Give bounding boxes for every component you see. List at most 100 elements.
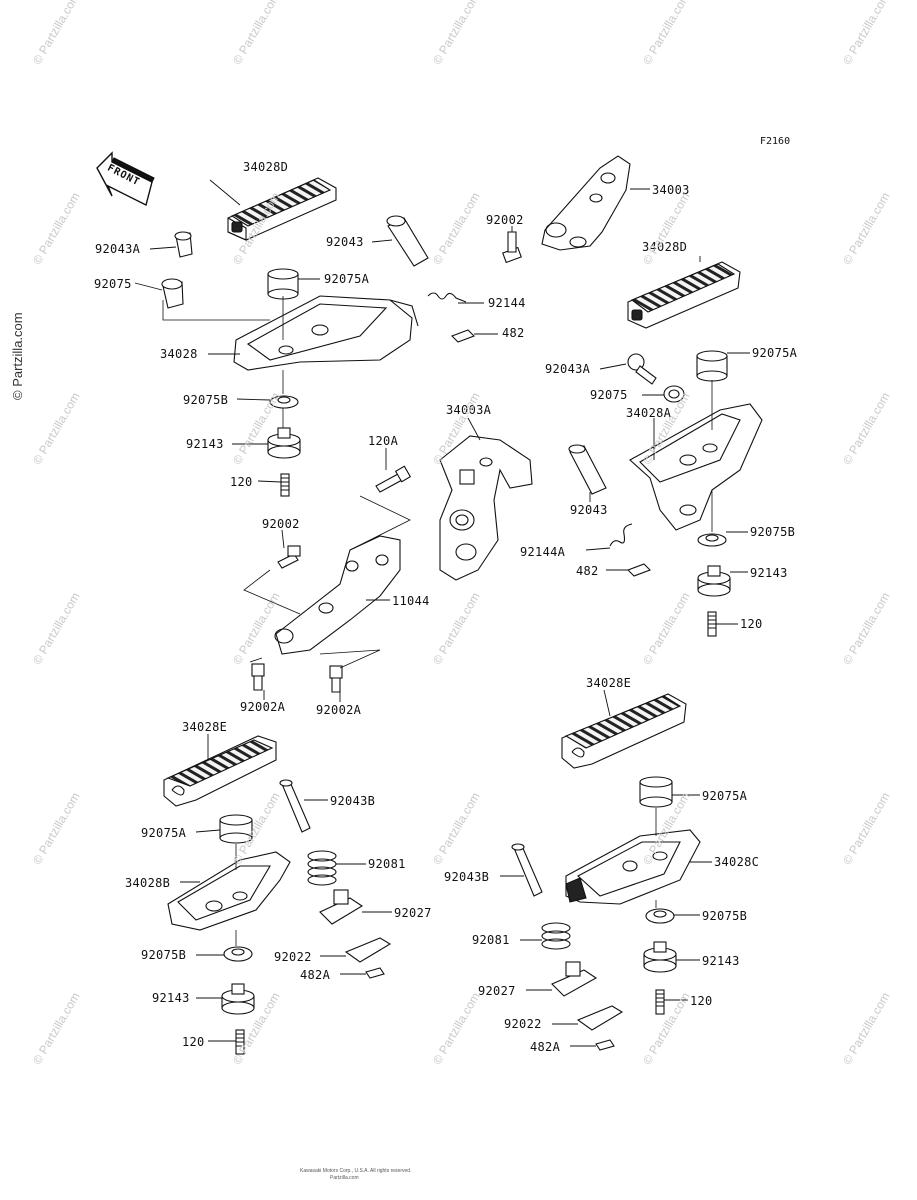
pin-92043-middle (568, 444, 607, 495)
part-label: 92143 (152, 991, 190, 1005)
part-label: 482A (300, 968, 331, 982)
part-label: 92022 (274, 950, 312, 964)
part-label: 92043B (330, 794, 376, 808)
part-label: 92002A (316, 703, 362, 717)
plate-92022-right (576, 1005, 624, 1031)
bolt-120-left (280, 473, 290, 497)
side-watermark: © Partzilla.com (10, 312, 25, 400)
part-label: 92143 (702, 954, 740, 968)
bolt-120-bottom-right (655, 989, 665, 1015)
part-label: 120 (182, 1035, 205, 1049)
part-label: 92075A (752, 346, 798, 360)
part-label: 92022 (504, 1017, 542, 1031)
damper-92075a-left (267, 268, 299, 300)
bolt-92002-right (502, 231, 522, 264)
pin-92043b-right (511, 843, 543, 897)
part-label: 92075 (590, 388, 628, 402)
pin-482-middle (627, 563, 651, 577)
part-label: 92144A (520, 545, 566, 559)
washer-92075b-bottom-right (645, 908, 675, 924)
spring-92144-left (427, 292, 467, 303)
washer-92075b-bottom-left (223, 946, 253, 962)
part-label: 92002 (262, 517, 300, 531)
part-label: 34028A (626, 406, 672, 420)
footpeg-rubber-34028e-right (561, 693, 687, 769)
bracket-11044 (274, 535, 401, 655)
part-label: 92075 (94, 277, 132, 291)
pin-92043a-right (627, 353, 657, 385)
pin-482-left (451, 329, 475, 343)
part-label: 11044 (392, 594, 430, 608)
footpeg-rubber-34028e-left (163, 735, 277, 807)
copyright-line: Partzilla.com (330, 1175, 359, 1181)
bolt-120-right (707, 611, 717, 637)
part-label: 92002 (486, 213, 524, 227)
part-label: 92081 (368, 857, 406, 871)
part-label: 482 (502, 326, 525, 340)
bolt-92002-middle (277, 545, 301, 569)
part-label: 92002A (240, 700, 286, 714)
collar-92075-right (663, 385, 685, 403)
bracket-34003 (541, 155, 631, 251)
pin-482a-right (595, 1039, 615, 1051)
detent-92027-left (319, 889, 364, 925)
assembly-lines (162, 296, 713, 946)
part-label: 92075A (141, 826, 187, 840)
part-label: 482A (530, 1040, 561, 1054)
part-label: 34028 (160, 347, 198, 361)
spring-92081-right (541, 922, 571, 950)
part-label: 92075B (141, 948, 187, 962)
collar-92075-left (161, 278, 184, 309)
part-label: 92144 (488, 296, 526, 310)
pin-92043a-left (174, 231, 193, 258)
part-label: 92043B (444, 870, 490, 884)
part-label: 92043 (570, 503, 608, 517)
part-label: 34028E (182, 720, 228, 734)
part-label: 34028B (125, 876, 171, 890)
part-label: 482 (576, 564, 599, 578)
footpeg-rubber-34028d-right (627, 261, 741, 329)
plate-92022-left (344, 937, 392, 963)
damper-92075a-bottom-left (219, 814, 253, 844)
part-label: 120 (740, 617, 763, 631)
bolt-120a (375, 465, 412, 493)
part-label: 34028E (586, 676, 632, 690)
part-label: 120 (230, 475, 253, 489)
part-label: 120 (690, 994, 713, 1008)
leader-lines (134, 179, 750, 1047)
pin-482a-left (365, 967, 385, 979)
pin-92043b-left (279, 779, 311, 833)
stopper-92143-right (697, 565, 731, 597)
part-label: 92075B (750, 525, 796, 539)
part-label: 92075B (183, 393, 229, 407)
stopper-92143-left (267, 427, 301, 459)
footpeg-34028c (565, 829, 701, 905)
part-label: 92075A (324, 272, 370, 286)
part-label: 34028C (714, 855, 760, 869)
part-label: 92043A (545, 362, 591, 376)
part-label: 120A (368, 434, 399, 448)
part-label: 92043 (326, 235, 364, 249)
part-label: 92143 (750, 566, 788, 580)
spring-92144a (609, 523, 633, 547)
spring-92081-left (307, 850, 337, 886)
part-label: 92027 (394, 906, 432, 920)
pin-92043-left (386, 215, 429, 267)
damper-92075a-right (696, 350, 728, 382)
front-arrow-icon (96, 151, 155, 207)
part-label: 34003 (652, 183, 690, 197)
part-label: 34028D (243, 160, 289, 174)
part-label: 92143 (186, 437, 224, 451)
bolt-92002a-right (329, 665, 343, 693)
part-label: 92075A (702, 789, 748, 803)
part-label: 34003A (446, 403, 492, 417)
bracket-34003a (439, 435, 533, 581)
part-label: 34028D (642, 240, 688, 254)
footpeg-rubber-34028d-left (227, 177, 337, 241)
damper-92075a-bottom-right (639, 776, 673, 808)
detent-92027-right (551, 961, 598, 997)
part-label: 92075B (702, 909, 748, 923)
stopper-92143-bottom-left (221, 983, 255, 1015)
bolt-92002a-left (251, 663, 265, 691)
